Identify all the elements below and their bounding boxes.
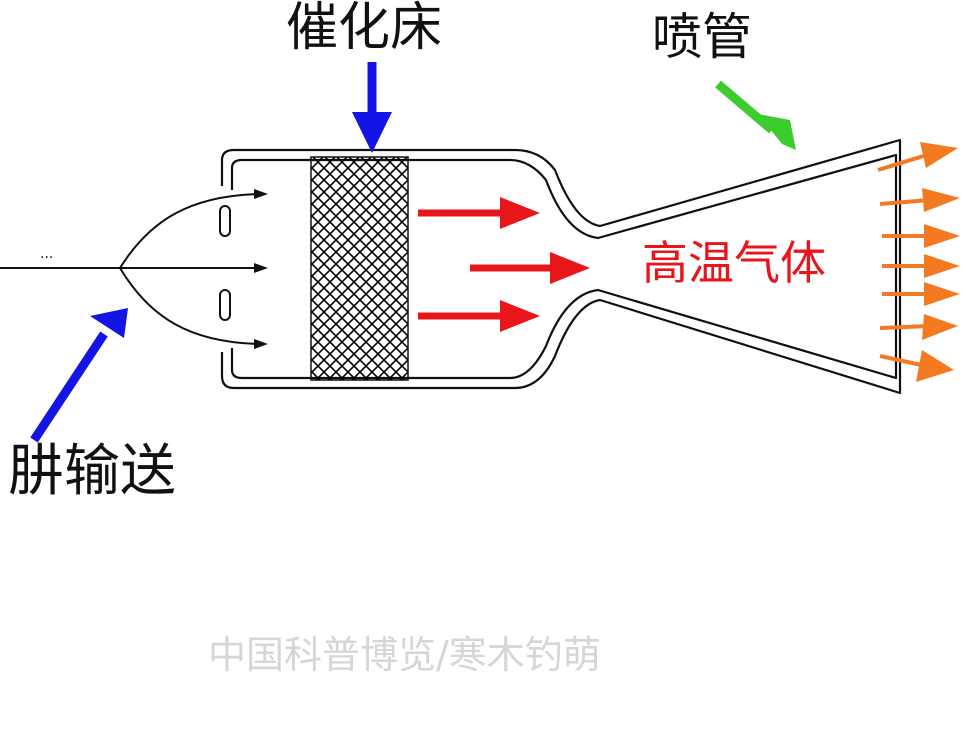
feed-pointer-arrow	[30, 308, 128, 443]
exhaust-arrow-3	[882, 224, 960, 248]
arrowhead-middle	[254, 263, 268, 273]
catalyst-bed	[310, 156, 409, 381]
image-credit: 中国科普博览/寒木钓萌	[208, 633, 601, 677]
exhaust-arrows	[877, 142, 960, 382]
blue-arrows	[30, 62, 392, 443]
arrowhead-upper	[254, 189, 268, 199]
exhaust-arrow-7	[879, 350, 954, 382]
feed-flow-lines	[0, 193, 259, 345]
nozzle-pointer-arrow	[715, 80, 796, 150]
red-arrow-bottom	[418, 300, 540, 332]
catalyst-bed-label: 催化床	[286, 0, 443, 58]
arrowhead-lower	[254, 339, 268, 349]
red-flow-arrows	[418, 197, 590, 332]
flow-curve-upper	[119, 193, 259, 269]
hydrazine-feed-label: 肼输送	[8, 439, 176, 504]
exhaust-arrow-4	[882, 254, 960, 278]
red-arrow-middle	[470, 252, 590, 284]
injector-slots	[219, 205, 231, 321]
exhaust-arrow-5	[882, 282, 960, 306]
flow-curve-lower	[119, 267, 259, 345]
exhaust-arrow-1	[877, 142, 958, 172]
feed-line-dots: ···	[40, 250, 53, 266]
exhaust-arrow-6	[879, 314, 958, 340]
feed-arrowheads	[254, 189, 268, 349]
exhaust-arrow-2	[879, 188, 960, 212]
nozzle-label: 喷管	[652, 8, 752, 66]
injector-slot-top	[219, 205, 231, 237]
catalyst-pointer-arrow	[352, 62, 392, 153]
hot-gas-label: 高温气体	[642, 236, 826, 290]
red-arrow-top	[418, 197, 540, 229]
injector-slot-bottom	[219, 289, 231, 321]
